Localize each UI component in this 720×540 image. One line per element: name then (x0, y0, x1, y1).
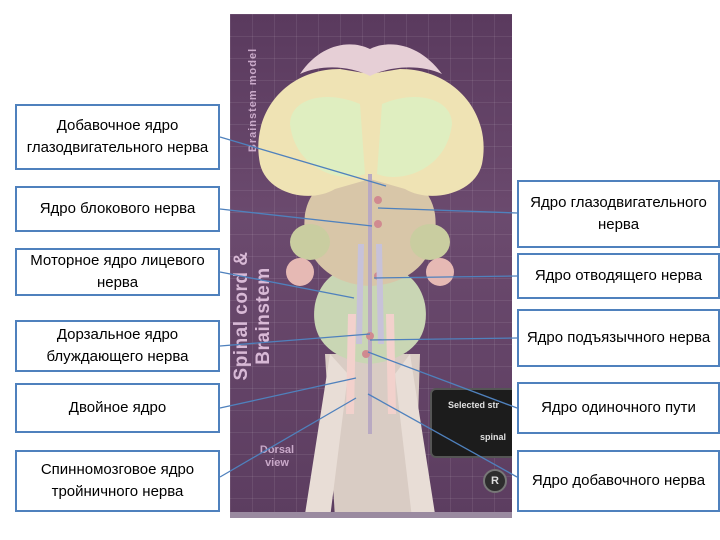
label-abducens-nucleus: Ядро отводящего нерва (517, 253, 720, 299)
thalamus-left-inner (290, 96, 365, 177)
selected-structure-title: Selected str (448, 400, 500, 410)
label-text: Ядро одиночного пути (541, 399, 696, 416)
leader-vagus-dorsal (219, 333, 371, 347)
lobe-left-lower (286, 258, 314, 286)
leader-trochlear (219, 208, 373, 227)
leader-trigeminal-spinal (219, 397, 357, 478)
label-text: Ядро подъязычного нерва (526, 329, 711, 346)
label-text: Дорзальное ядро блуждающего нерва (46, 326, 189, 365)
column-strip-inner-right (376, 244, 384, 344)
label-accessory-oculomotor-nucleus: Добавочное ядро глазодвигательного нерва (15, 104, 220, 170)
lobe-left (290, 224, 330, 260)
label-vagus-dorsal-nucleus: Дорзальное ядро блуждающего нерва (15, 320, 220, 372)
label-text: Спинномозговое ядро тройничного нерва (40, 461, 195, 500)
nucleus-dot-1 (374, 196, 382, 204)
leader-accessory-oculomotor (219, 136, 387, 187)
lobe-right-lower (426, 258, 454, 286)
leader-hypoglossal (369, 337, 518, 341)
label-trigeminal-spinal-nucleus: Спинномозговое ядро тройничного нерва (15, 450, 220, 512)
nucleus-dot-2 (374, 220, 382, 228)
label-facial-motor-nucleus: Моторное ядро лицевого нерва (15, 248, 220, 296)
lobe-right (410, 224, 450, 260)
leader-solitary (367, 351, 518, 409)
leader-oculomotor (377, 207, 518, 214)
leader-accessory (367, 393, 518, 478)
label-text: Добавочное ядро глазодвигательного нерва (26, 117, 209, 156)
spinal-root-left (305, 354, 348, 518)
bottom-toolbar (230, 512, 512, 518)
column-strip-inner-left (356, 244, 364, 344)
spinal-root-right (395, 354, 435, 518)
label-text: Ядро блокового нерва (39, 200, 196, 217)
label-solitary-tract-nucleus: Ядро одиночного пути (517, 382, 720, 434)
top-wing (300, 44, 442, 76)
label-ambiguus-nucleus: Двойное ядро (15, 383, 220, 433)
label-accessory-nerve-nucleus: Ядро добавочного нерва (517, 450, 720, 512)
label-text: Ядро глазодвигательного нерва (530, 194, 707, 233)
midline (368, 174, 372, 434)
label-oculomotor-nucleus: Ядро глазодвигательного нерва (517, 180, 720, 248)
view-label: Dorsal view (259, 444, 295, 469)
thalamus-right-inner (377, 96, 452, 177)
selected-structure-panel[interactable]: Selected str spinal (430, 388, 512, 458)
leader-abducens (373, 275, 518, 279)
label-text: Моторное ядро лицевого нерва (30, 252, 205, 291)
leader-ambiguus (219, 377, 357, 409)
label-hypoglossal-nucleus: Ядро подъязычного нерва (517, 309, 720, 367)
label-text: Двойное ядро (68, 399, 167, 416)
label-trochlear-nucleus: Ядро блокового нерва (15, 186, 220, 232)
column-strip-right (386, 314, 396, 414)
leader-facial-motor (219, 271, 355, 299)
column-strip-left (346, 314, 356, 414)
reset-button[interactable]: R (483, 469, 507, 493)
selected-structure-value: spinal (480, 432, 507, 442)
label-text: Ядро добавочного нерва (531, 472, 706, 489)
label-text: Ядро отводящего нерва (534, 267, 703, 284)
